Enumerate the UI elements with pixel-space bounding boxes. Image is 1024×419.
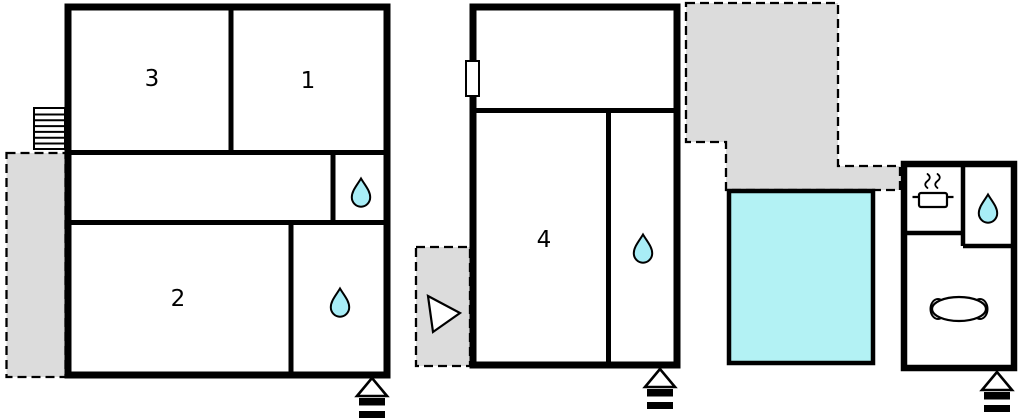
entrance-arrow-head bbox=[642, 366, 678, 389]
triangle-icon bbox=[426, 294, 463, 334]
swimming-pool bbox=[726, 188, 876, 366]
dining-table-icon bbox=[929, 295, 989, 323]
entrance-arrow-head bbox=[979, 369, 1015, 392]
building-right bbox=[900, 160, 1018, 372]
building-left: 3 1 2 bbox=[64, 3, 391, 379]
water-drop-icon bbox=[632, 232, 654, 264]
entrance-arrow-stripe bbox=[647, 396, 673, 402]
door-window-icon bbox=[465, 60, 480, 97]
building-middle-outline bbox=[469, 3, 681, 369]
water-drop-icon bbox=[977, 192, 999, 224]
building-right-walls bbox=[904, 164, 1014, 249]
building-middle: 4 bbox=[465, 3, 681, 369]
stairs-icon bbox=[33, 107, 66, 150]
entrance-arrow-head bbox=[354, 375, 390, 398]
stairs-rungs bbox=[34, 113, 65, 145]
room-label-2: 2 bbox=[171, 286, 186, 312]
table-top bbox=[930, 295, 988, 323]
building-left-outline bbox=[64, 3, 391, 379]
cooking-pot-icon bbox=[912, 173, 954, 209]
water-drop-icon bbox=[350, 176, 372, 208]
entrance-arrow-icon bbox=[642, 366, 678, 409]
terrace-left-area bbox=[5, 151, 67, 379]
room-label-3: 3 bbox=[145, 66, 160, 92]
steam-lines bbox=[924, 173, 941, 189]
entrance-arrow-stripe bbox=[984, 399, 1010, 405]
building-left-walls bbox=[68, 9, 387, 375]
entrance-arrow-icon bbox=[354, 375, 390, 418]
water-drop-icon bbox=[329, 286, 351, 318]
entrance-arrow-stripe bbox=[359, 405, 385, 411]
room-label-1: 1 bbox=[301, 68, 316, 94]
room-label-4: 4 bbox=[537, 227, 552, 253]
pot-body bbox=[917, 191, 949, 209]
terrace-top-right-area bbox=[684, 1, 902, 192]
building-middle-walls bbox=[470, 108, 680, 365]
entrance-arrow-icon bbox=[979, 369, 1015, 412]
